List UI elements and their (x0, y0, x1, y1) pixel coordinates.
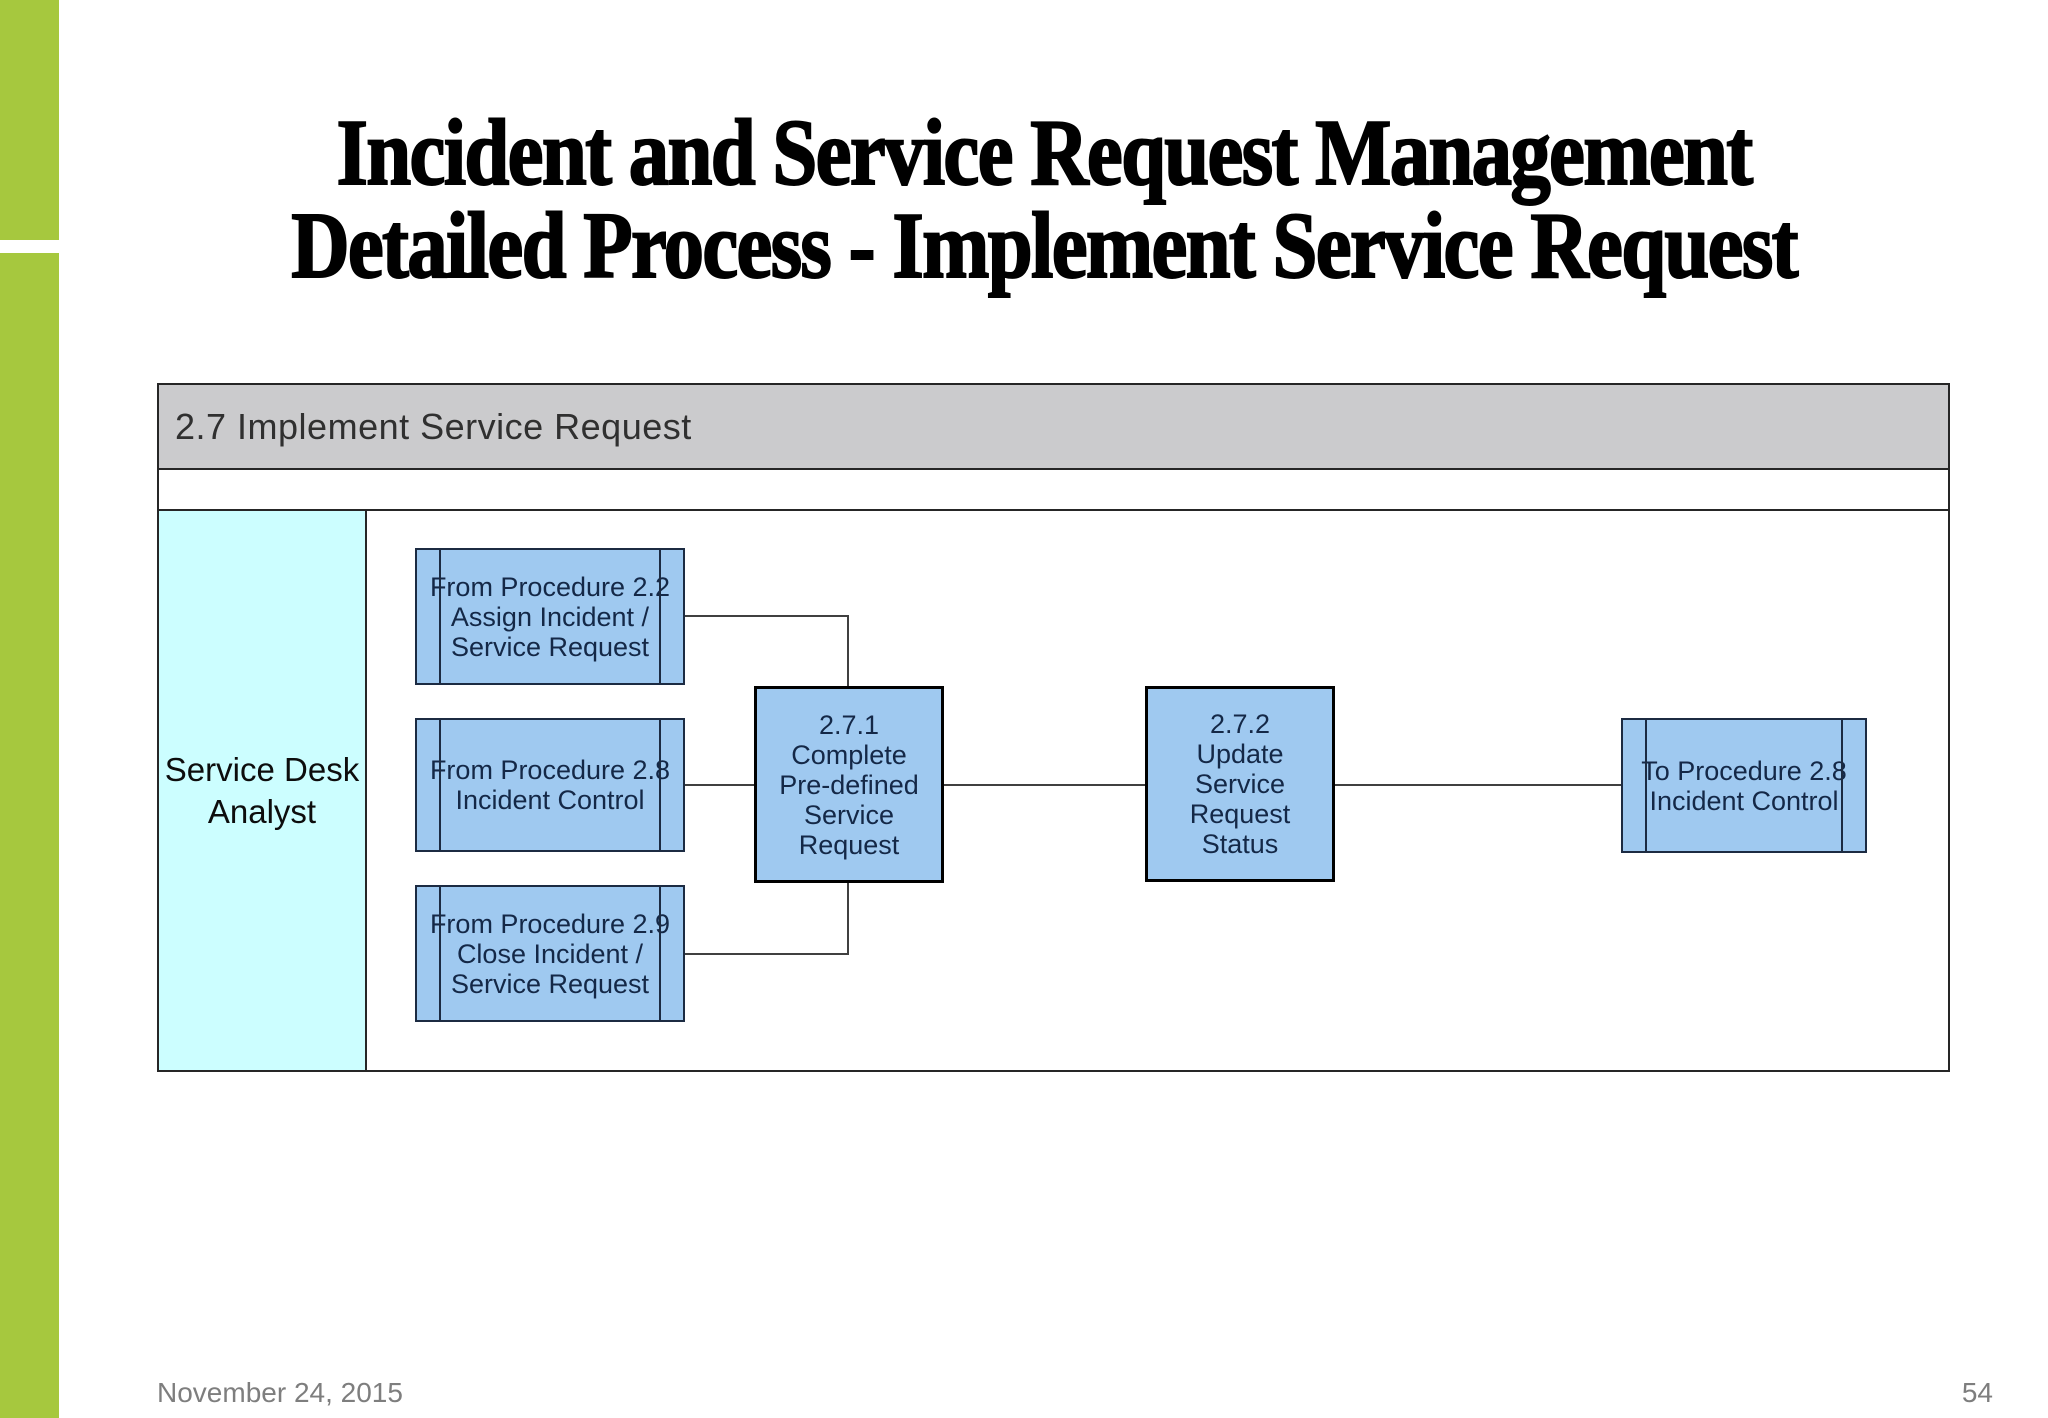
node-label: 2.7.2 Update Service Request Status (1189, 709, 1291, 859)
left-accent-bar-top (0, 0, 59, 240)
node-step-2-7-1: 2.7.1 Complete Pre-defined Service Reque… (754, 686, 944, 883)
connector-2-9-vertical (847, 881, 849, 955)
slide-title: Incident and Service Request Management … (290, 100, 1799, 298)
node-step-2-7-2: 2.7.2 Update Service Request Status (1145, 686, 1335, 882)
connector-2-2-horizontal (685, 615, 849, 617)
left-accent-bar (0, 253, 59, 1418)
node-label: To Procedure 2.8 Incident Control (1641, 755, 1847, 816)
node-label: From Procedure 2.2 Assign Incident / Ser… (429, 571, 671, 662)
node-from-procedure-2-2: From Procedure 2.2 Assign Incident / Ser… (415, 548, 685, 685)
node-from-procedure-2-9: From Procedure 2.9 Close Incident / Serv… (415, 885, 685, 1022)
connector-2-7-1-to-2-7-2 (944, 784, 1147, 786)
connector-2-8-to-2-7-1 (685, 784, 756, 786)
footer-page-number: 54 (1961, 1377, 1993, 1408)
diagram-subheader-row (159, 470, 1948, 511)
diagram-title: 2.7 Implement Service Request (175, 405, 692, 447)
node-label: 2.7.1 Complete Pre-defined Service Reque… (779, 709, 919, 860)
swimlane-label-service-desk-analyst: Service Desk Analyst (159, 511, 367, 1070)
connector-2-7-2-to-procedure-2-8 (1335, 784, 1623, 786)
node-to-procedure-2-8: To Procedure 2.8 Incident Control (1621, 718, 1867, 853)
footer-date: November 24, 2015 (157, 1377, 403, 1408)
diagram-header-band: 2.7 Implement Service Request (159, 385, 1948, 470)
connector-2-2-vertical (847, 615, 849, 688)
node-label: From Procedure 2.8 Incident Control (429, 755, 671, 815)
connector-2-9-horizontal (685, 953, 849, 955)
node-from-procedure-2-8: From Procedure 2.8 Incident Control (415, 718, 685, 852)
node-label: From Procedure 2.9 Close Incident / Serv… (429, 908, 671, 999)
